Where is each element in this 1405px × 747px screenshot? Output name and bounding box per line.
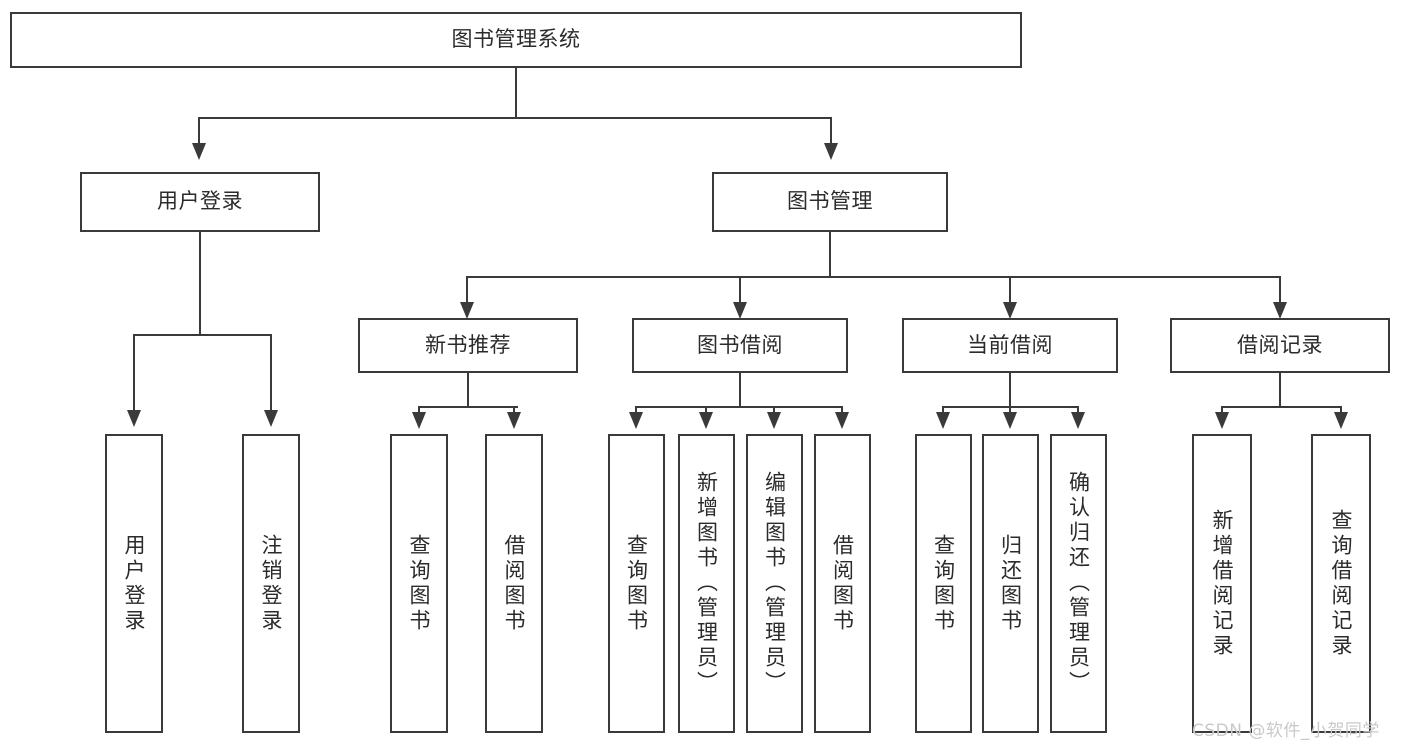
leaf-book-borrow-add-book-admin[interactable]: 新增图书（管理员） bbox=[678, 434, 735, 733]
node-label: 确认归还（管理员） bbox=[1066, 471, 1091, 696]
edge-book-management-bus bbox=[466, 276, 1280, 278]
leaf-current-borrow-query-book[interactable]: 查询图书 bbox=[915, 434, 972, 733]
node-book-borrow[interactable]: 图书借阅 bbox=[632, 318, 848, 373]
leaf-current-borrow-return-book[interactable]: 归还图书 bbox=[982, 434, 1039, 733]
leaf-user-login-logout[interactable]: 注销登录 bbox=[242, 434, 300, 733]
edge-book-borrow-stem bbox=[739, 373, 741, 407]
arrow-to-book-management bbox=[824, 143, 838, 160]
edge-user-login-bus bbox=[133, 334, 271, 336]
leaf-borrow-record-query-record[interactable]: 查询借阅记录 bbox=[1311, 434, 1371, 733]
node-label: 用户登录 bbox=[157, 189, 243, 214]
node-current-borrow[interactable]: 当前借阅 bbox=[902, 318, 1118, 373]
leaf-book-borrow-query-book[interactable]: 查询图书 bbox=[608, 434, 665, 733]
node-book-management[interactable]: 图书管理 bbox=[712, 172, 948, 232]
arrow-to-br-leaf-2 bbox=[1334, 412, 1348, 429]
arrow-to-cb-leaf-2 bbox=[1003, 412, 1017, 429]
arrow-to-cb-leaf-1 bbox=[936, 412, 950, 429]
arrow-to-leaf-user-login-1 bbox=[127, 410, 141, 427]
node-label: 查询图书 bbox=[624, 533, 649, 634]
edge-drop-nbr-2 bbox=[513, 406, 515, 414]
edge-drop-bb-2 bbox=[705, 406, 707, 414]
edge-borrow-record-bus bbox=[1221, 406, 1341, 408]
edge-drop-user-login bbox=[198, 117, 200, 145]
arrow-to-user-login bbox=[192, 143, 206, 160]
node-label: 图书管理 bbox=[787, 189, 873, 214]
node-label: 查询图书 bbox=[931, 533, 956, 634]
edge-drop-book-management bbox=[830, 117, 832, 145]
node-root-book-management-system[interactable]: 图书管理系统 bbox=[10, 12, 1022, 68]
arrow-to-bb-leaf-1 bbox=[629, 412, 643, 429]
edge-current-borrow-stem bbox=[1009, 373, 1011, 407]
edge-book-management-stem bbox=[829, 232, 831, 277]
node-label: 当前借阅 bbox=[967, 332, 1053, 357]
node-label: 新书推荐 bbox=[425, 332, 511, 357]
arrow-to-new-book-recommend bbox=[460, 302, 474, 319]
node-user-login[interactable]: 用户登录 bbox=[80, 172, 320, 232]
leaf-borrow-record-add-record[interactable]: 新增借阅记录 bbox=[1192, 434, 1252, 733]
node-label: 新增图书（管理员） bbox=[694, 471, 719, 696]
edge-drop-book-borrow bbox=[739, 276, 741, 304]
node-label: 注销登录 bbox=[259, 533, 284, 634]
arrow-to-nbr-leaf-1 bbox=[412, 412, 426, 429]
edge-drop-leaf-user-login-1 bbox=[133, 334, 135, 412]
arrow-to-book-borrow bbox=[733, 302, 747, 319]
csdn-watermark: CSDN @软件_小贺同学 bbox=[1192, 721, 1380, 741]
edge-new-book-recommend-stem bbox=[467, 373, 469, 407]
arrow-to-br-leaf-1 bbox=[1215, 412, 1229, 429]
arrow-to-current-borrow bbox=[1003, 302, 1017, 319]
node-label: 借阅记录 bbox=[1237, 332, 1323, 357]
node-label: 编辑图书（管理员） bbox=[762, 471, 787, 696]
arrow-to-borrow-record bbox=[1273, 302, 1287, 319]
edge-drop-bb-4 bbox=[841, 406, 843, 414]
node-borrow-record[interactable]: 借阅记录 bbox=[1170, 318, 1390, 373]
edge-user-login-stem bbox=[199, 232, 201, 335]
leaf-user-login-login[interactable]: 用户登录 bbox=[105, 434, 163, 733]
arrow-to-leaf-user-login-2 bbox=[264, 410, 278, 427]
node-label: 借阅图书 bbox=[502, 533, 527, 634]
node-label: 图书管理系统 bbox=[451, 27, 581, 52]
node-label: 新增借阅记录 bbox=[1210, 508, 1235, 659]
leaf-book-borrow-borrow-book[interactable]: 借阅图书 bbox=[814, 434, 871, 733]
leaf-new-book-borrow-book[interactable]: 借阅图书 bbox=[485, 434, 543, 733]
node-label: 查询借阅记录 bbox=[1329, 508, 1354, 659]
edge-drop-current-borrow bbox=[1009, 276, 1011, 304]
arrow-to-cb-leaf-3 bbox=[1071, 412, 1085, 429]
edge-root-bus bbox=[198, 117, 832, 119]
arrow-to-bb-leaf-4 bbox=[835, 412, 849, 429]
node-label: 归还图书 bbox=[998, 533, 1023, 634]
edge-drop-cb-3 bbox=[1077, 406, 1079, 414]
edge-new-book-recommend-bus bbox=[418, 406, 518, 408]
arrow-to-bb-leaf-2 bbox=[699, 412, 713, 429]
edge-drop-bb-1 bbox=[635, 406, 637, 414]
edge-drop-leaf-user-login-2 bbox=[270, 334, 272, 412]
edge-drop-cb-2 bbox=[1009, 406, 1011, 414]
edge-drop-br-1 bbox=[1221, 406, 1223, 414]
arrow-to-bb-leaf-3 bbox=[767, 412, 781, 429]
edge-drop-nbr-1 bbox=[418, 406, 420, 414]
edge-drop-br-2 bbox=[1340, 406, 1342, 414]
node-label: 查询图书 bbox=[407, 533, 432, 634]
edge-borrow-record-stem bbox=[1279, 373, 1281, 407]
node-new-book-recommend[interactable]: 新书推荐 bbox=[358, 318, 578, 373]
node-label: 图书借阅 bbox=[697, 332, 783, 357]
edge-drop-borrow-record bbox=[1279, 276, 1281, 304]
edge-root-stem bbox=[515, 68, 517, 118]
leaf-book-borrow-edit-book-admin[interactable]: 编辑图书（管理员） bbox=[746, 434, 803, 733]
edge-drop-bb-3 bbox=[773, 406, 775, 414]
edge-drop-new-book-recommend bbox=[466, 276, 468, 304]
arrow-to-nbr-leaf-2 bbox=[507, 412, 521, 429]
leaf-new-book-query-book[interactable]: 查询图书 bbox=[390, 434, 448, 733]
edge-drop-cb-1 bbox=[942, 406, 944, 414]
node-label: 用户登录 bbox=[122, 533, 147, 634]
node-label: 借阅图书 bbox=[830, 533, 855, 634]
leaf-current-borrow-confirm-return-admin[interactable]: 确认归还（管理员） bbox=[1050, 434, 1107, 733]
edge-book-borrow-bus bbox=[635, 406, 843, 408]
